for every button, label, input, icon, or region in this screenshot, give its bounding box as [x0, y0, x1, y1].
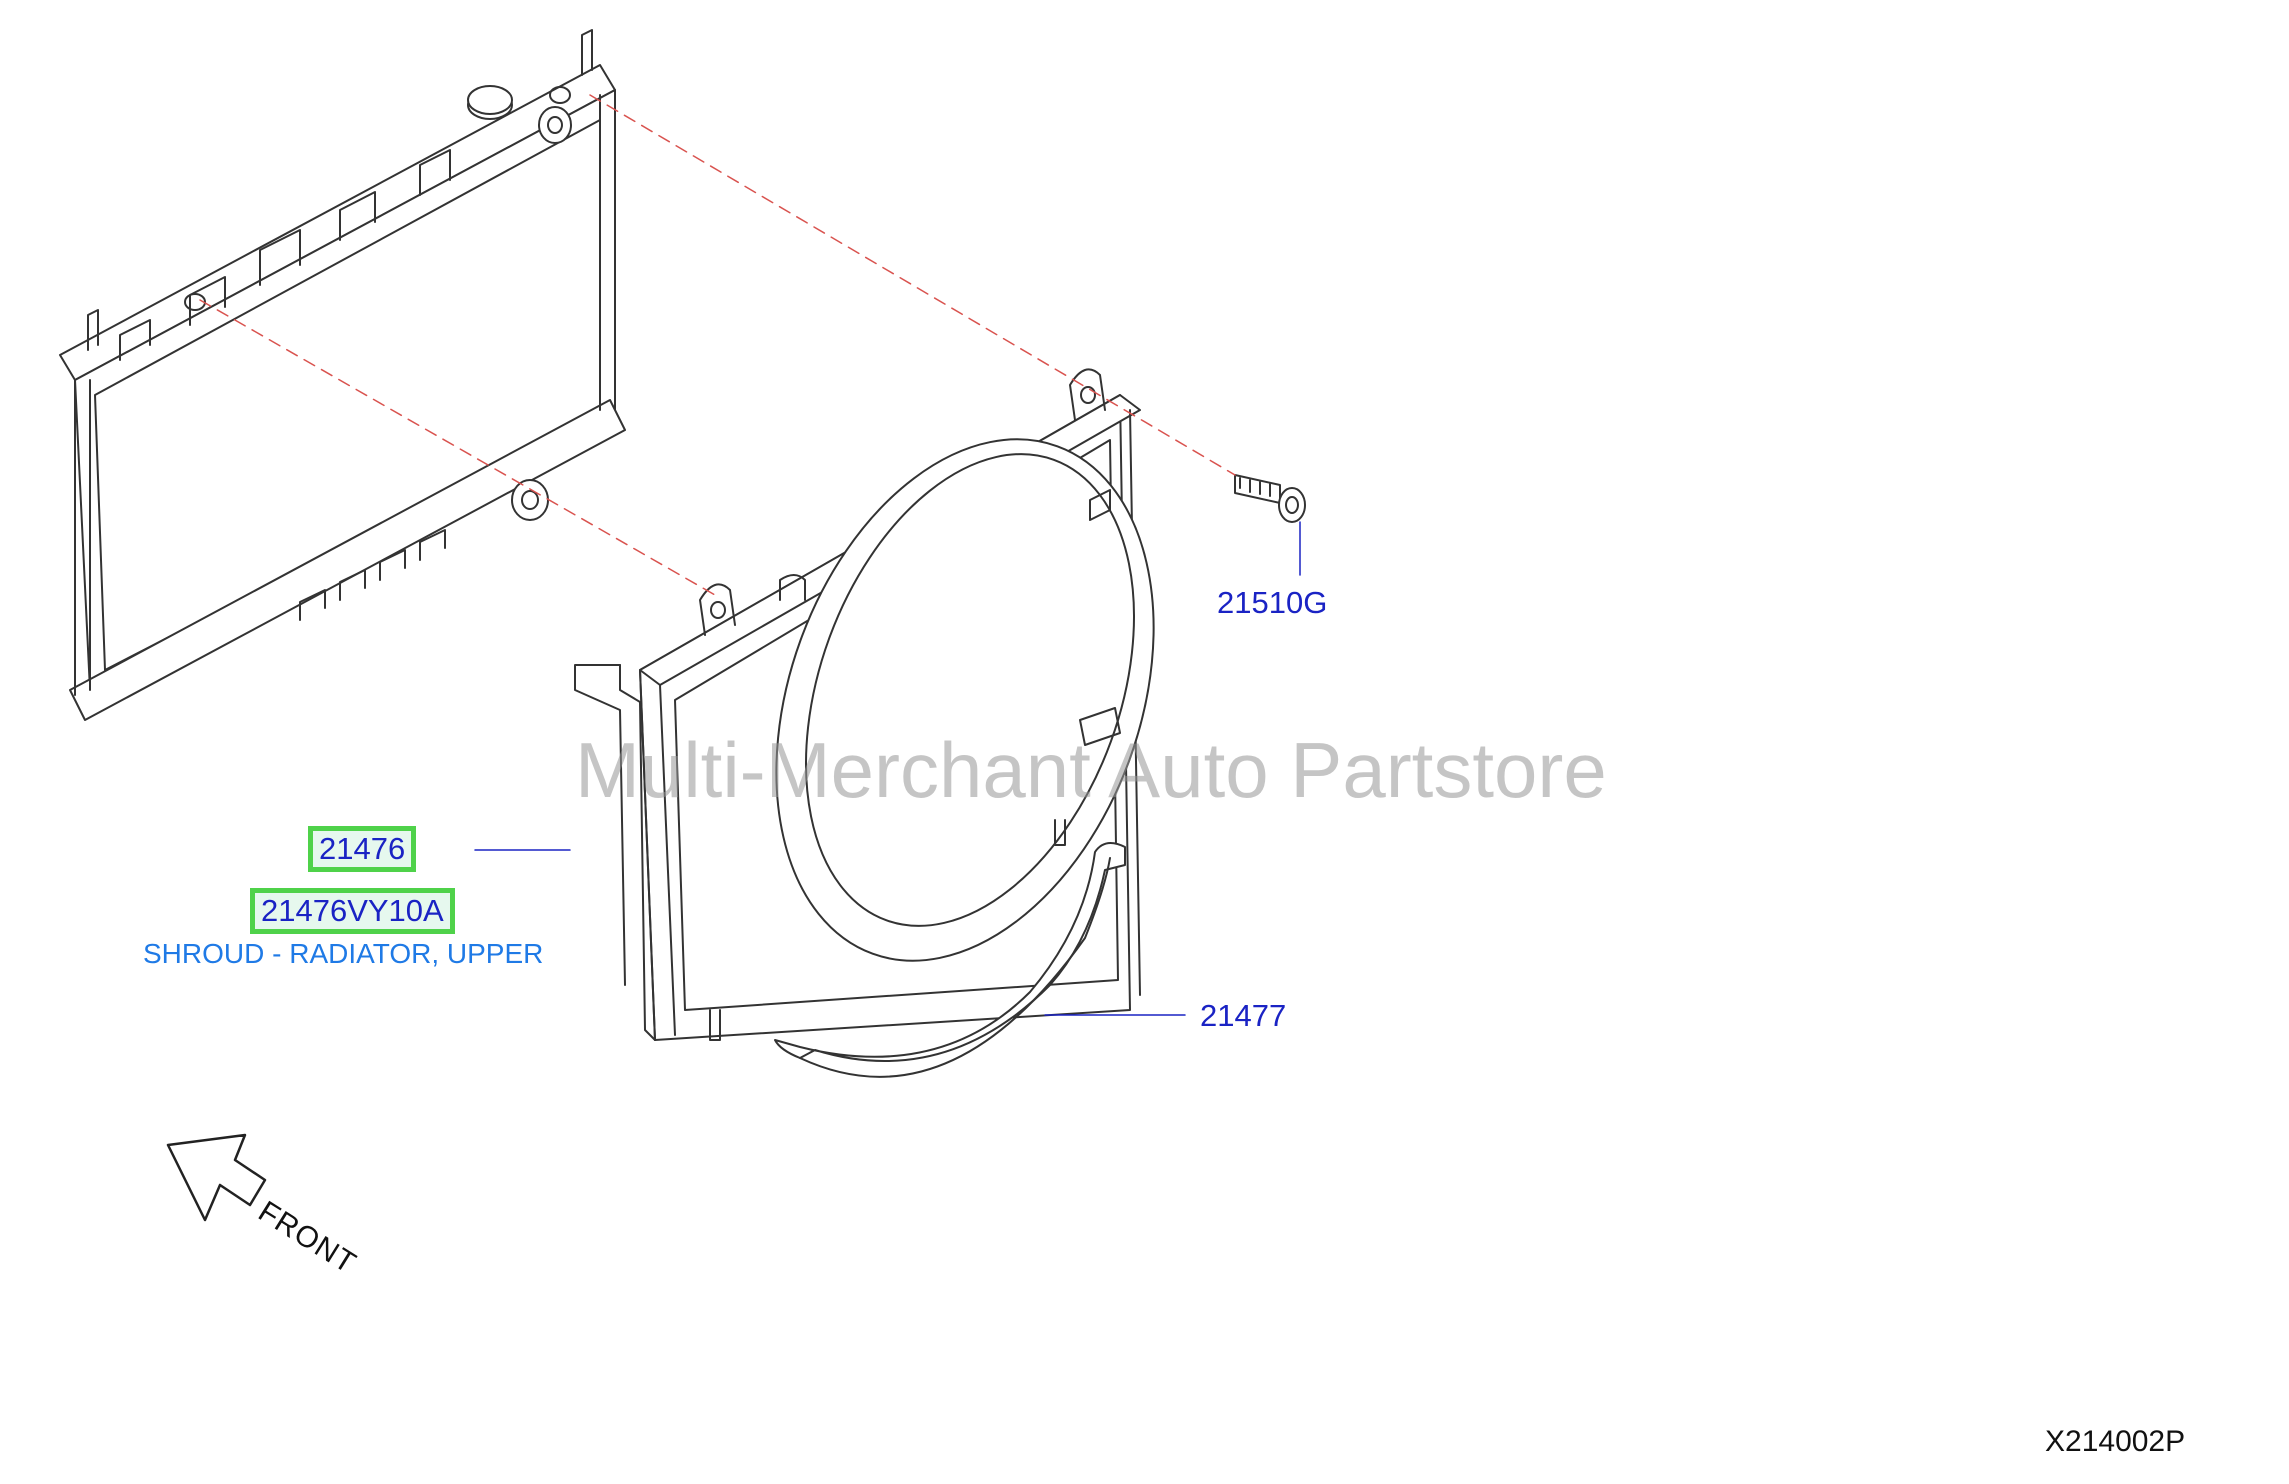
alignment-lines — [199, 94, 1236, 596]
front-arrow-icon — [166, 1133, 267, 1222]
bolt-drawing — [1234, 474, 1306, 576]
radiator-drawing — [59, 29, 626, 721]
watermark: Multi-Merchant Auto Partstore — [575, 726, 1607, 814]
callout-21476[interactable]: 21476 — [308, 826, 417, 872]
lower-shroud-drawing — [774, 842, 1186, 1078]
callout-21477[interactable]: 21477 — [1200, 998, 1287, 1033]
callout-21476vy10a[interactable]: 21476VY10A — [250, 888, 455, 934]
callout-21510g[interactable]: 21510G — [1217, 585, 1328, 620]
diagram-reference: X214002P — [2045, 1425, 2186, 1458]
upper-shroud-drawing — [574, 368, 1155, 1041]
part-description: SHROUD - RADIATOR, UPPER — [143, 938, 544, 969]
